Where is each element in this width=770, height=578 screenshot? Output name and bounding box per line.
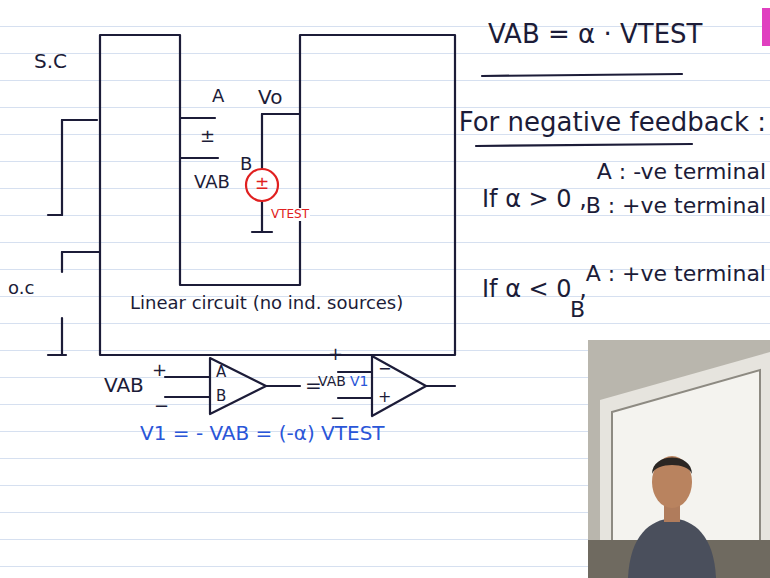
handwritten-note: V1 — [350, 374, 368, 389]
handwritten-note: VAB — [194, 172, 230, 192]
opamp-symbol: −+ — [372, 356, 426, 416]
handwritten-note: V1 = - VAB = (-α) VTEST — [140, 422, 385, 444]
handwritten-note: If α > 0 , — [482, 186, 587, 212]
opamp-input-label: − — [378, 360, 391, 378]
handwritten-note: A — [212, 86, 224, 106]
handwritten-note: − — [154, 396, 169, 416]
handwritten-note: B — [240, 154, 252, 174]
opamp-input-label: + — [378, 388, 391, 406]
linear-circuit-block: Linear circuit (no ind. sources) — [100, 35, 455, 355]
handwritten-note: + — [328, 344, 343, 364]
block-label: Linear circuit (no ind. sources) — [130, 293, 403, 313]
handwritten-note: B — [570, 298, 585, 322]
handwritten-note: + — [152, 360, 167, 380]
handwritten-note: A : -ve terminal — [597, 160, 766, 184]
handwritten-note: B : +ve terminal — [586, 194, 766, 218]
handwritten-note: A : +ve terminal — [586, 262, 766, 286]
handwritten-note: ± — [255, 174, 269, 193]
opamp-input-label: A — [216, 364, 226, 381]
handwritten-note: Vo — [258, 86, 282, 108]
handwritten-note: VAB = α · VTEST — [488, 20, 702, 49]
handwritten-note: VAB — [318, 374, 346, 389]
opamp-input-label: B — [216, 388, 226, 405]
handwritten-note: For negative feedback : — [459, 108, 766, 137]
handwritten-note: VTEST — [270, 208, 310, 221]
handwritten-note: VAB — [104, 374, 144, 396]
handwritten-note: ± — [200, 126, 215, 146]
opamp-symbol: AB — [210, 358, 266, 414]
handwritten-note: o.c — [8, 278, 34, 298]
handwritten-note: S.C — [34, 50, 67, 72]
